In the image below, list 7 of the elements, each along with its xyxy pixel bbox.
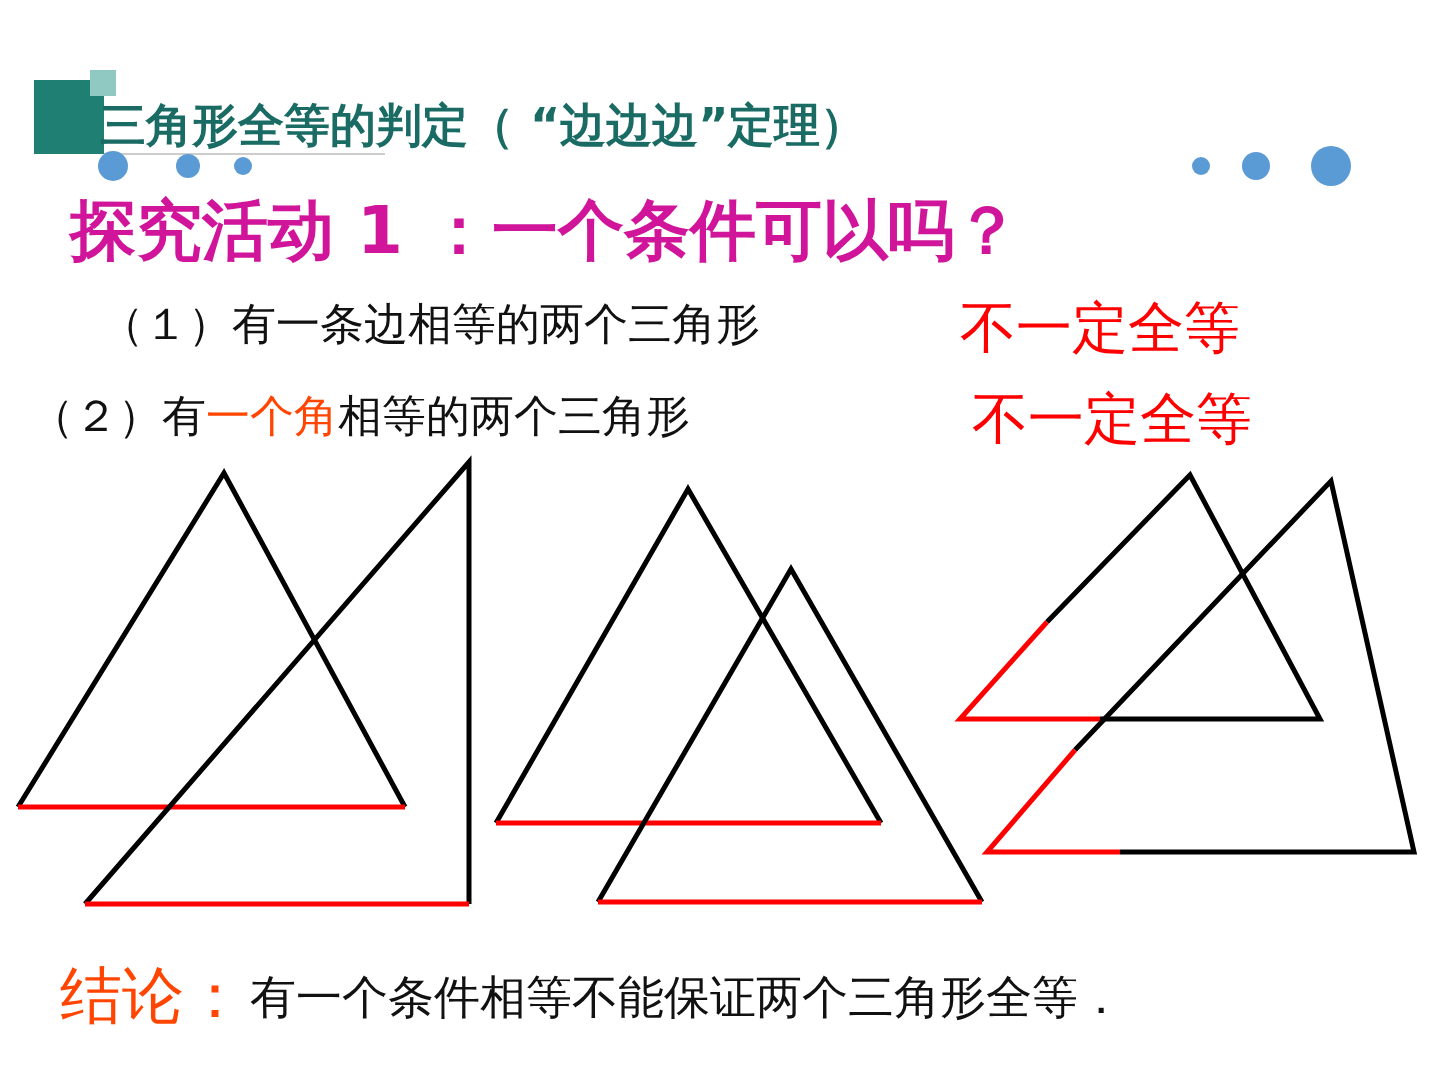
section-heading: 探究活动 1 ：一个条件可以吗？ [70,191,1021,271]
answer-text: 不一定全等 [972,388,1252,450]
question-text: （１）有一条边相等的两个三角形 [100,300,760,349]
conclusion-label: 结论： [60,962,246,1031]
answer-text: 不一定全等 [960,297,1240,359]
conclusion-text: 有一个条件相等不能保证两个三角形全等． [250,972,1124,1023]
question-text: （２）有一个角相等的两个三角形 [30,392,690,441]
